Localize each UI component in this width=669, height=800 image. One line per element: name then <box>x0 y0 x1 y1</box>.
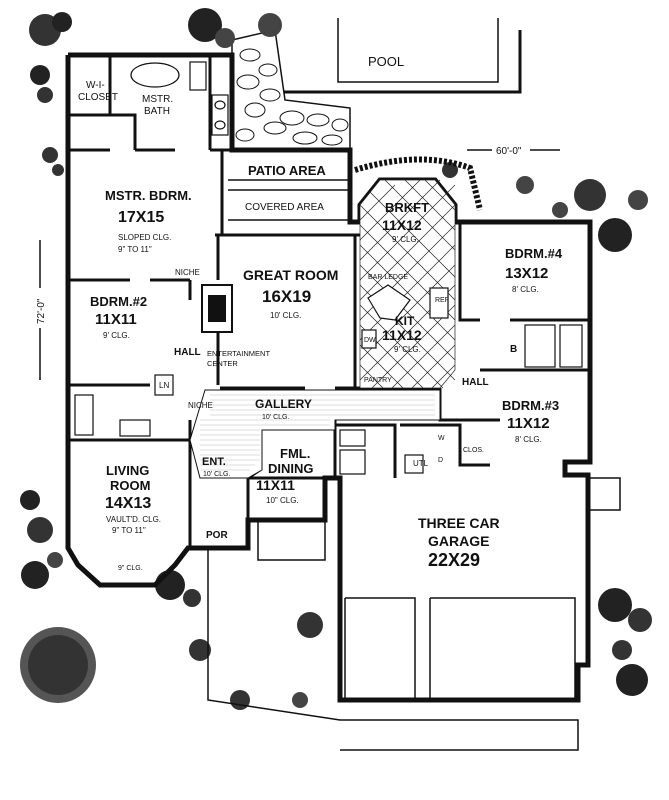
landscaping <box>20 8 652 710</box>
planter-hedge <box>354 156 483 211</box>
brkft-size: 11X12 <box>382 217 422 233</box>
mbr-name: MSTR. BDRM. <box>105 188 192 203</box>
living-size: 14X13 <box>105 495 151 512</box>
niche-label-2: NICHE <box>188 401 213 410</box>
brkft-name: BRKFT <box>385 200 429 215</box>
hall-label-1: HALL <box>174 347 201 358</box>
kitchen-floor-hatch <box>359 179 456 389</box>
hall-label-2: HALL <box>462 377 489 388</box>
pantry-label: PANTRY <box>364 377 392 384</box>
covered-area-label: COVERED AREA <box>245 202 324 213</box>
kitchen-island <box>361 284 449 349</box>
great-room-name: GREAT ROOM <box>243 267 338 283</box>
patio-lines <box>228 179 350 221</box>
entertainment-label-line1: ENTERTAINMENT <box>207 349 270 358</box>
linen-label: LN <box>159 381 169 390</box>
dining-ceiling: 10" CLG. <box>266 496 299 505</box>
stone-patio <box>231 29 351 151</box>
dining-name-line1: FML. <box>280 446 310 461</box>
porch-label: POR <box>206 530 228 541</box>
washer-label: W <box>438 435 445 442</box>
dining-name-line2: DINING <box>268 461 314 476</box>
garage-size: 22X29 <box>428 550 480 570</box>
depth-dimension: 72'-0" <box>36 298 47 324</box>
walkway <box>207 520 579 751</box>
great-room-size: 16X19 <box>262 287 311 306</box>
bdr3-name: BDRM.#3 <box>502 398 559 413</box>
bath-b-label: B <box>510 344 517 355</box>
great-room-ceiling: 10' CLG. <box>270 311 301 320</box>
bdr3-size: 11X12 <box>507 415 550 432</box>
garage-name-line1: THREE CAR <box>418 515 500 531</box>
mbr-size: 17X15 <box>118 209 164 226</box>
gallery-ceiling: 10' CLG. <box>262 414 289 421</box>
dining-size: 11X11 <box>256 477 295 493</box>
brkft-ceiling: 9' CLG. <box>392 235 419 244</box>
bdr4-ceiling: 8' CLG. <box>512 285 539 294</box>
small-labels: NICHE NICHE HALL HALL ENTERTAINMENT CENT… <box>159 268 517 541</box>
mbr-ceiling: SLOPED CLG. <box>118 233 171 242</box>
dryer-label: D <box>438 457 443 464</box>
mbath-label-line2: BATH <box>144 106 170 117</box>
mbr-ceiling-range: 9" TO 11" <box>118 245 152 254</box>
gallery-floor <box>189 389 441 479</box>
gallery-name: GALLERY <box>255 397 312 411</box>
entertainment-label-line2: CENTER <box>207 359 238 368</box>
wic-label-line2: CLOSET <box>78 92 118 103</box>
bdr2-name: BDRM.#2 <box>90 294 147 309</box>
kit-name: KIT <box>395 314 415 328</box>
ent-name: ENT. <box>202 456 226 468</box>
living-ceiling-vault: VAULT'D. CLG. <box>106 515 161 524</box>
bath-fixtures <box>74 61 583 475</box>
ref-label: REF <box>435 297 449 304</box>
bdr3-ceiling: 8' CLG. <box>515 435 542 444</box>
bar-ledge-label: BAR LEDGE <box>368 274 408 281</box>
pool: POOL <box>275 18 522 94</box>
living-ceiling-range: 9" TO 11" <box>112 526 146 535</box>
width-dimension: 60'-0" <box>496 146 522 157</box>
patio-label: PATIO AREA <box>248 163 326 178</box>
living-name-line1: LIVING <box>106 463 149 478</box>
ent-ceiling: 10' CLG. <box>203 471 230 478</box>
garage-doors <box>344 477 621 700</box>
dimension-lines: 60'-0" 72'-0" <box>36 146 560 380</box>
bdr2-ceiling: 9' CLG. <box>103 331 130 340</box>
utility-label: UTL <box>413 459 429 468</box>
living-name-line2: ROOM <box>110 478 150 493</box>
bdr4-size: 13X12 <box>505 265 548 282</box>
room-labels: W-I- CLOSET MSTR. BATH PATIO AREA COVERE… <box>78 80 563 572</box>
living-bay-ceiling: 9" CLG. <box>118 565 143 572</box>
dw-label: DW <box>364 337 376 344</box>
niche-label-1: NICHE <box>175 268 200 277</box>
wic-label-line1: W-I- <box>86 80 105 91</box>
kit-size: 11X12 <box>382 327 422 343</box>
bdr2-size: 11X11 <box>95 311 137 328</box>
closet-label: CLOS. <box>463 447 484 454</box>
kit-ceiling: 9' CLG. <box>394 345 421 354</box>
bdr4-name: BDRM.#4 <box>505 246 563 261</box>
mbath-label-line1: MSTR. <box>142 94 173 105</box>
garage-name-line2: GARAGE <box>428 533 489 549</box>
pool-label: POOL <box>368 54 404 69</box>
fireplace <box>201 284 233 333</box>
